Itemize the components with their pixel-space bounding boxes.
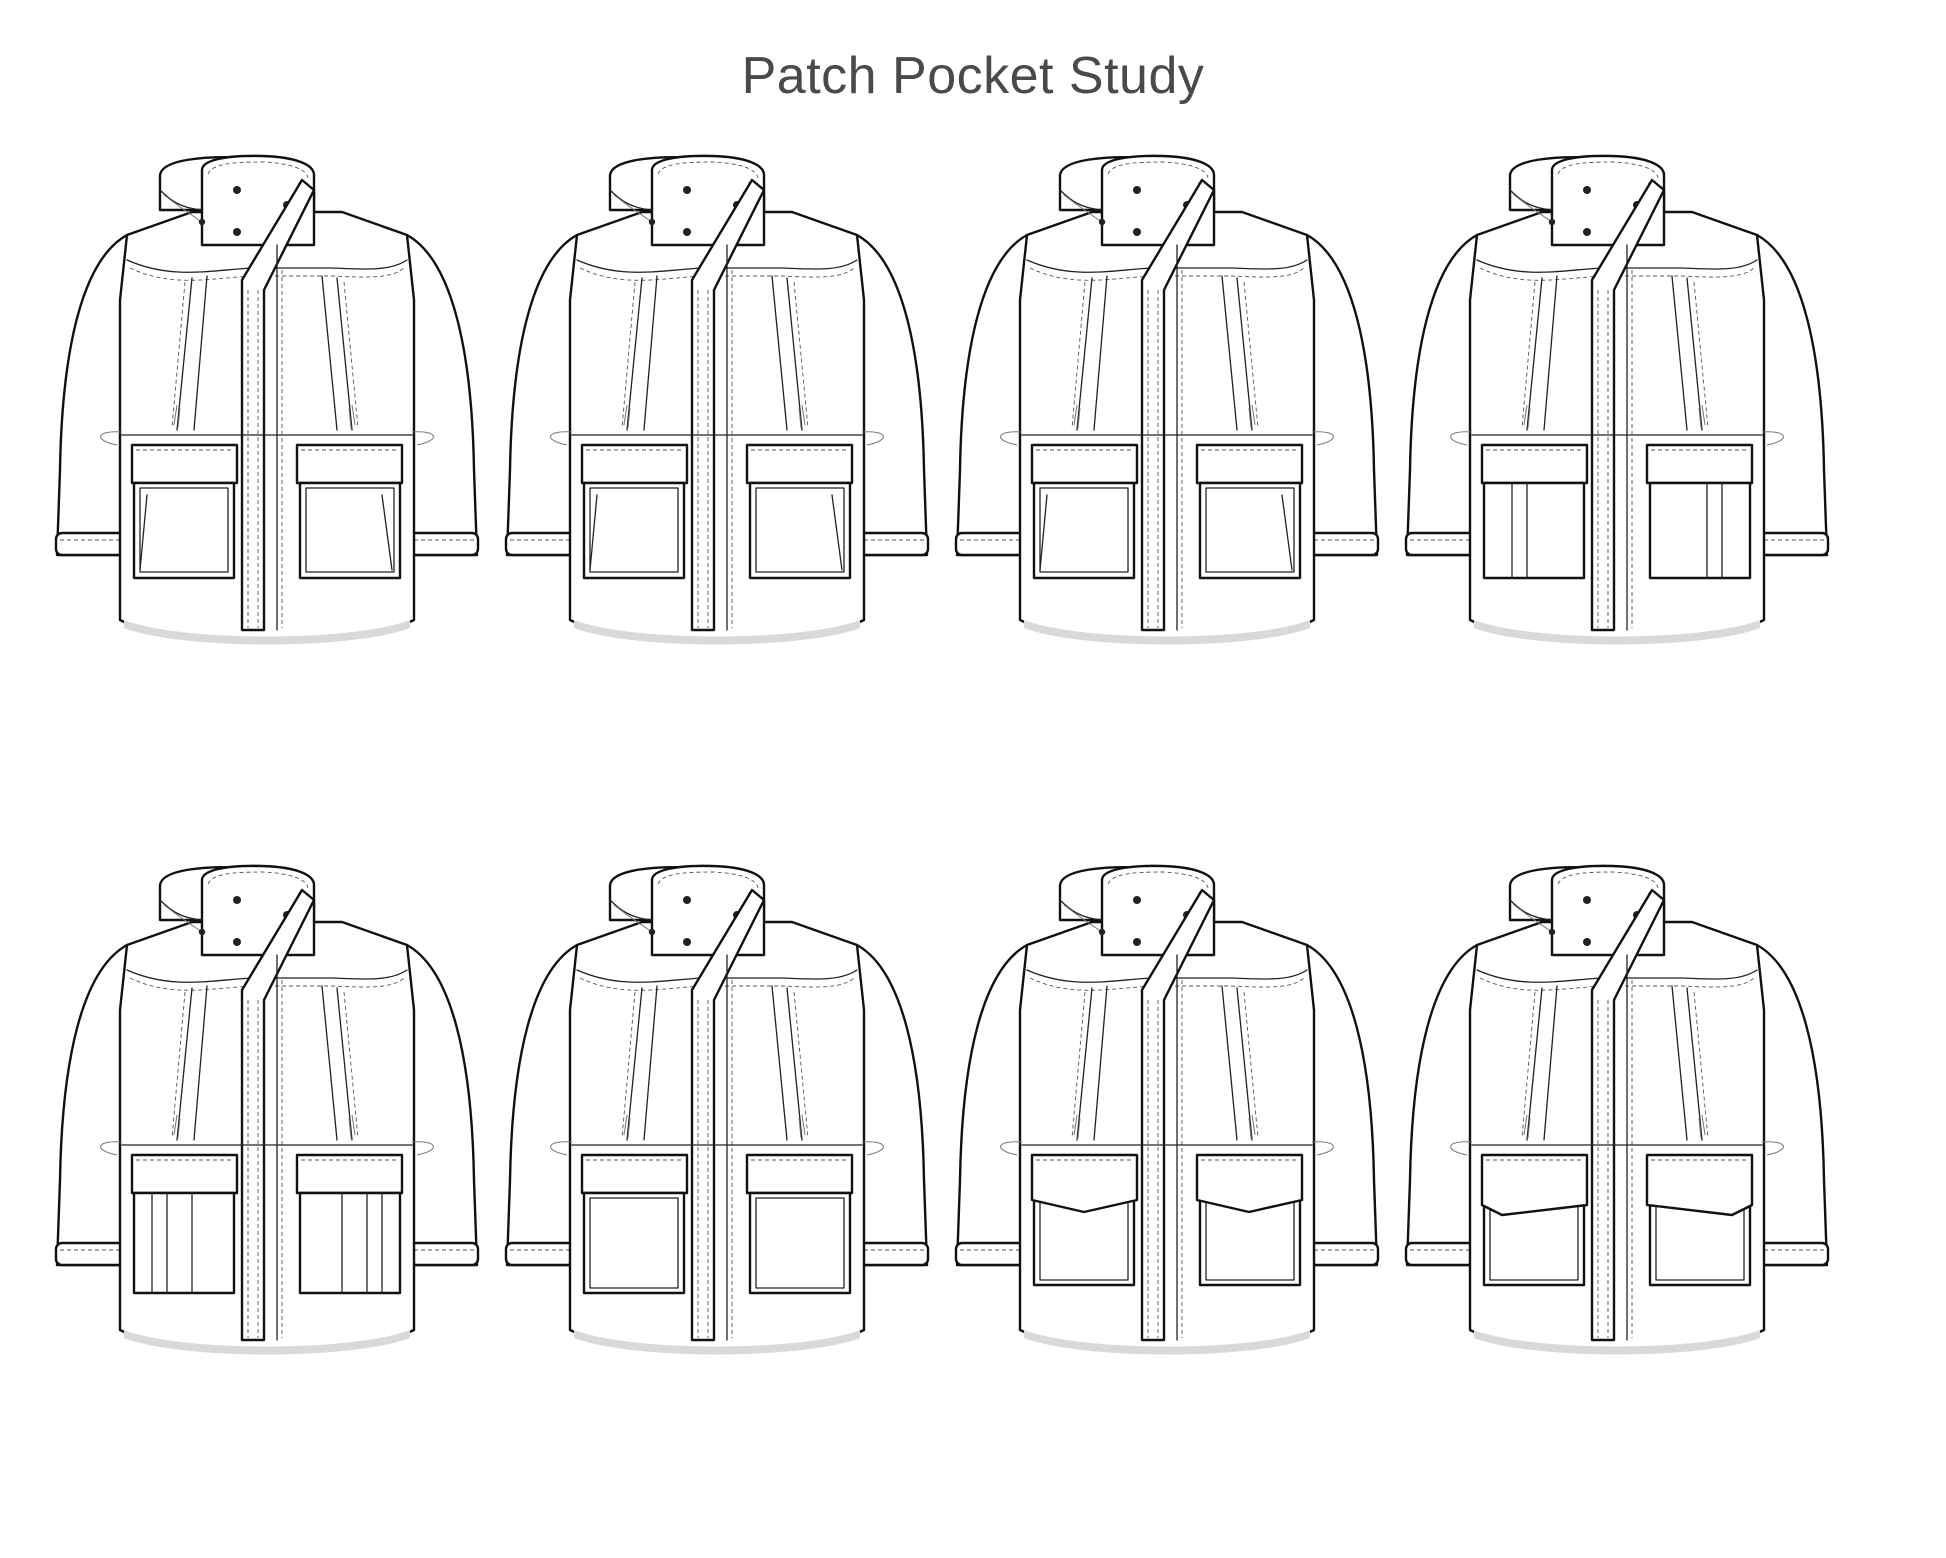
coat-sketch-6	[504, 864, 930, 1356]
coat-sketch-5	[54, 864, 480, 1356]
coat-sketch-8	[1404, 864, 1830, 1356]
coat-sketch-4	[1404, 154, 1830, 646]
coat-sketch-2	[504, 154, 930, 646]
coat-sketch-3	[954, 154, 1380, 646]
coat-sketch-7	[954, 864, 1380, 1356]
page-title: Patch Pocket Study	[741, 47, 1205, 105]
coat-sketch-1	[54, 154, 480, 646]
